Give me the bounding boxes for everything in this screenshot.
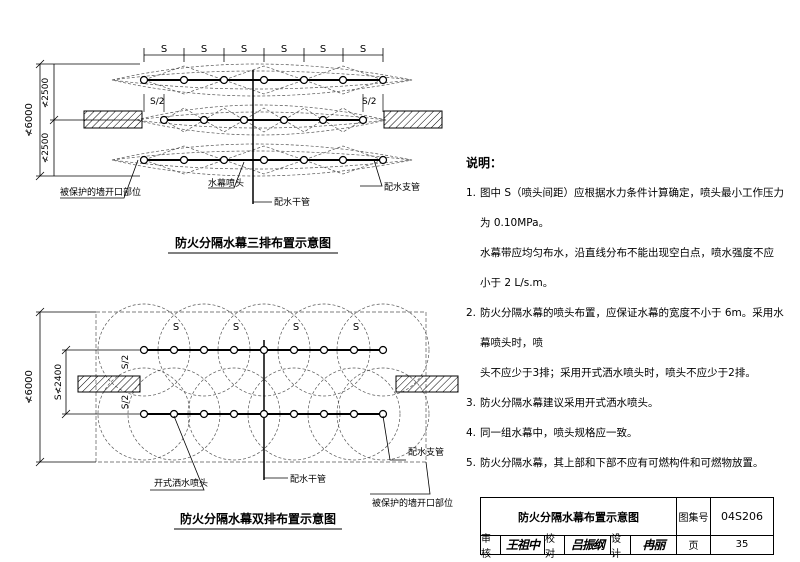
bottom-diagram: S S S S ≮6000 S≮2400 S/2 S/2 xyxy=(24,303,459,530)
bottom-dim-total: ≮6000 xyxy=(24,370,35,404)
title-block-review-label: 审核 xyxy=(481,534,501,560)
bottom-spacing-label-4: S xyxy=(353,322,359,333)
top-spacing-dimension xyxy=(143,48,384,62)
title-block-check-signature: 吕振纲 xyxy=(565,535,611,554)
bottom-dim-row: S≮2400 xyxy=(54,364,64,400)
bottom-label-wall-opening: 被保护的墙开口部位 xyxy=(372,497,453,509)
bottom-label-main-pipe: 配水干管 xyxy=(290,473,326,485)
bottom-label-branch-pipe: 配水支管 xyxy=(408,446,444,458)
top-leaders xyxy=(60,159,383,203)
bottom-leaders xyxy=(150,415,431,495)
top-half-spacing-left: S/2 xyxy=(150,97,164,107)
top-nozzles xyxy=(139,75,388,165)
top-dim-total: ≮6000 xyxy=(24,103,35,137)
note-item-3: 3. 防火分隔水幕建议采用开式洒水喷头。 xyxy=(466,397,659,409)
title-block-design-label: 设计 xyxy=(611,534,631,560)
top-dim-lower: ≮2500 xyxy=(41,133,51,164)
title-block-review-signature: 王祖中 xyxy=(501,535,545,554)
top-wall-left xyxy=(83,110,143,129)
title-block-page-no: 35 xyxy=(735,539,749,550)
note-item-5: 5. 防火分隔水幕，其上部和下部不应有可燃构件和可燃物放置。 xyxy=(466,457,764,469)
bottom-half-spacing-lower: S/2 xyxy=(121,395,131,409)
top-spacing-label-4: S xyxy=(281,44,287,55)
top-spacing-label-6: S xyxy=(360,44,366,55)
top-label-wall-opening: 被保护的墙开口部位 xyxy=(60,186,141,198)
bottom-spacing-label-3: S xyxy=(293,322,299,333)
top-spacing-label-3: S xyxy=(241,44,247,55)
title-block-atlas-label: 图集号 xyxy=(677,498,711,535)
bottom-vertical-dimension xyxy=(35,307,140,467)
note-item-1: 1. 图中 S（喷头间距）应根据水力条件计算确定，喷头最小工作压力为 0.10M… xyxy=(466,187,785,289)
bottom-spacing-label-2: S xyxy=(233,322,239,333)
top-spacing-label-2: S xyxy=(201,44,207,55)
title-block-drawing-title: 防火分隔水幕布置示意图 xyxy=(481,498,677,535)
note-item-4: 4. 同一组水幕中，喷头规格应一致。 xyxy=(466,427,638,439)
top-label-branch-pipe: 配水支管 xyxy=(384,181,420,193)
bottom-wall-right xyxy=(395,375,459,393)
bottom-spacing-label-1: S xyxy=(173,322,179,333)
title-block-check-label: 校对 xyxy=(545,534,565,560)
top-dim-upper: ≮2500 xyxy=(41,78,51,109)
notes-heading: 说明： xyxy=(466,156,503,170)
top-half-spacing-right: S/2 xyxy=(362,97,376,107)
bottom-label-open-nozzle: 开式洒水喷头 xyxy=(154,477,208,489)
top-label-main-pipe: 配水干管 xyxy=(274,196,310,208)
top-diagram-title: 防火分隔水幕三排布置示意图 xyxy=(175,235,331,250)
bottom-wall-left xyxy=(77,375,141,393)
top-spacing-label-1: S xyxy=(161,44,167,55)
top-label-curtain-nozzle: 水幕喷头 xyxy=(208,177,244,189)
bottom-half-spacing-upper: S/2 xyxy=(121,355,131,369)
top-wall-right xyxy=(383,110,443,129)
bottom-coverage-boundary xyxy=(95,311,427,463)
top-spacing-label-5: S xyxy=(320,44,326,55)
title-block-atlas-no: 04S206 xyxy=(721,510,763,523)
title-block-design-signature: 冉丽 xyxy=(631,535,677,554)
note-item-2: 2. 防火分隔水幕的喷头布置，应保证水幕的宽度不小于 6m。采用水幕喷头时，喷头… xyxy=(466,307,784,379)
bottom-nozzles xyxy=(139,345,388,419)
title-block-page-label: 页 xyxy=(677,535,711,554)
bottom-diagram-title: 防火分隔水幕双排布置示意图 xyxy=(180,511,336,526)
notes-section: 说明： 1. 图中 S（喷头间距）应根据水力条件计算确定，喷头最小工作压力为 0… xyxy=(466,148,784,478)
top-diagram: S S S S S S ≮6000 ≮2500 ≮2500 xyxy=(24,44,443,254)
title-block: 防火分隔水幕布置示意图 图集号 04S206 审核 王祖中 校对 吕振纲 设计 … xyxy=(480,497,774,560)
top-half-spacing-ticks xyxy=(143,94,384,112)
